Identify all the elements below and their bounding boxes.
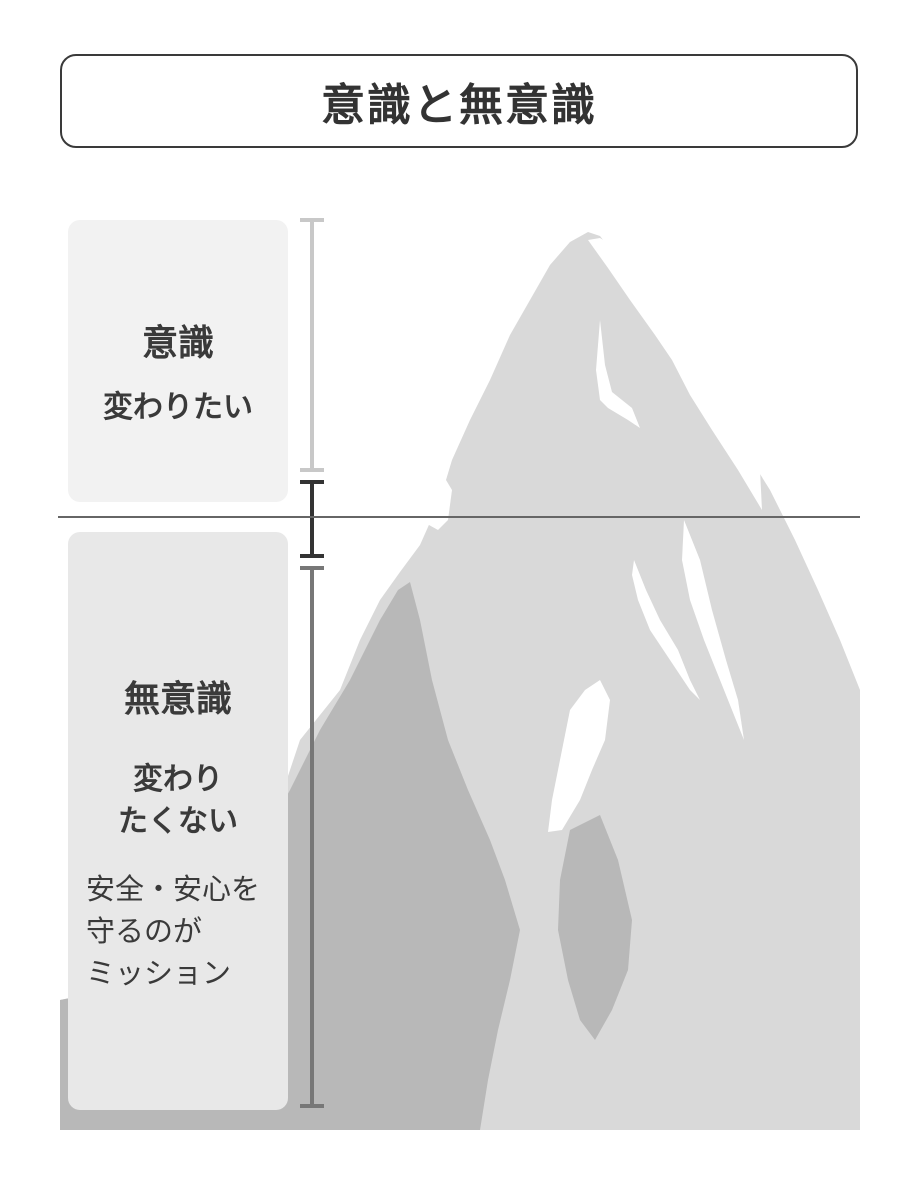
- conscious-subtext: 変わりたい: [103, 390, 253, 425]
- conscious-panel: [68, 220, 288, 502]
- scale-boundary: [300, 480, 324, 558]
- snow-streak-ridge: [420, 470, 452, 530]
- scale-unconscious: [300, 566, 324, 1108]
- unconscious-heading: 無意識: [123, 679, 232, 720]
- unconscious-note-line-2: 守るのが: [86, 914, 203, 948]
- unconscious-subtext-line-1: 変わり: [133, 762, 223, 797]
- snow-streak-left: [596, 320, 640, 428]
- unconscious-panel: [68, 532, 288, 1110]
- snow-streak-mid: [682, 520, 744, 740]
- snow-streak-lower: [548, 680, 610, 832]
- unconscious-subtext-line-2: たくない: [118, 804, 238, 839]
- page-title: 意識と無意識: [321, 80, 597, 131]
- conscious-heading: 意識: [141, 323, 214, 364]
- snow-streak-center: [632, 560, 700, 700]
- iceberg-dark-inner: [558, 815, 632, 1040]
- unconscious-note-line-3: ミッション: [86, 956, 232, 990]
- scale-conscious: [300, 218, 324, 472]
- unconscious-note-line-1: 安全・安心を: [86, 872, 261, 906]
- title-box: 意識と無意識: [60, 54, 858, 148]
